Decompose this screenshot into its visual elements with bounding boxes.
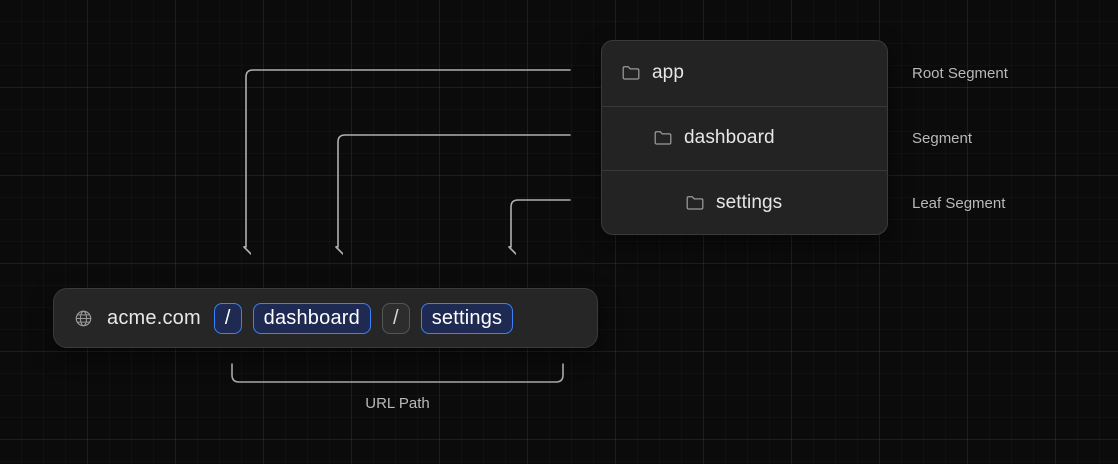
folder-icon [653,128,673,148]
folder-icon [621,63,641,83]
tree-row-app[interactable]: app [602,41,887,106]
url-chip-settings[interactable]: settings [420,302,514,334]
annotation-leaf-segment: Leaf Segment [912,195,1006,212]
annotation-root-segment: Root Segment [912,65,1008,82]
tree-row-label: dashboard [684,127,775,149]
annotation-segment: Segment [912,130,973,147]
tree-row-settings[interactable]: settings [602,170,887,234]
connector-settings-to-settings-chip [511,199,571,247]
file-tree-card: app dashboard settings [601,40,888,235]
connector-dashboard-to-dashboard-chip [338,134,571,247]
tree-row-dashboard[interactable]: dashboard [602,105,887,171]
url-bar[interactable]: acme.com / dashboard / settings [53,288,598,348]
url-chip-separator-1[interactable]: / [213,302,242,334]
url-chip-dashboard[interactable]: dashboard [252,302,371,334]
url-chip-separator-2[interactable]: / [381,302,410,334]
url-path-bracket [231,363,564,383]
folder-icon [685,193,705,213]
connector-app-to-root-slash [246,69,571,247]
url-host: acme.com [107,306,201,329]
tree-row-label: app [652,62,685,84]
tree-row-label: settings [716,191,783,213]
url-path-caption: URL Path [365,395,430,412]
globe-icon [74,309,93,328]
